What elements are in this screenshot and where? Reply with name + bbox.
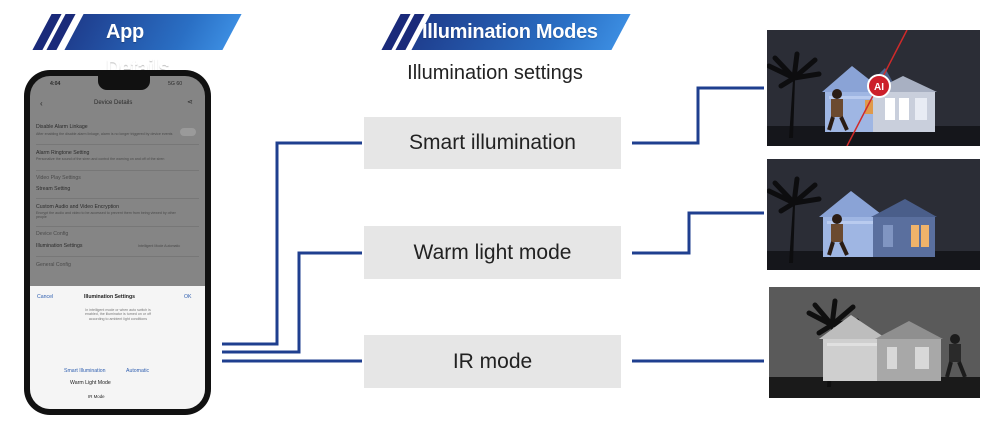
connector-smart-scene [632, 86, 764, 145]
sheet-title: Illumination Settings [84, 294, 136, 300]
row-title[interactable]: Illumination Settings [36, 243, 83, 249]
row-divider [36, 198, 199, 199]
row-divider [36, 144, 199, 145]
option-warm-light[interactable]: Warm Light Mode [70, 380, 111, 386]
disable-alarm-toggle[interactable] [180, 128, 196, 136]
svg-text:AI: AI [874, 82, 884, 93]
option-ir-mode[interactable]: IR Mode [88, 394, 105, 399]
scene-smart-illustration: AI [767, 30, 980, 146]
connector-phone-warm [222, 251, 362, 354]
ai-badge-icon [867, 74, 891, 98]
section-header: Video Play Settings [36, 175, 81, 181]
mode-label: Warm light mode [413, 241, 572, 264]
nav-title: Device Details [94, 100, 133, 106]
row-desc: After enabling the disable alarm linkage… [36, 132, 173, 136]
option-smart-illumination[interactable]: Smart Illumination [64, 368, 106, 374]
illumination-modes-banner: Illumination Modes [381, 14, 631, 50]
option-selected-suffix: Automatic [126, 368, 150, 374]
sheet-description: In intelligent mode or when auto switch … [84, 308, 152, 321]
mode-label: Smart illumination [409, 131, 576, 154]
row-title: Disable Alarm Linkage [36, 124, 88, 130]
mode-box-warm-light: Warm light mode [364, 226, 621, 279]
back-icon[interactable]: ‹ [40, 99, 43, 108]
scene-ir-mode [769, 287, 980, 398]
status-indicators: 5G 60 [168, 81, 183, 87]
illumination-settings-sheet: Cancel Illumination Settings OK In intel… [30, 286, 205, 409]
connector-warm-scene [632, 211, 764, 255]
scene-ir-illustration [769, 287, 980, 398]
row-title[interactable]: Stream Setting [36, 186, 71, 192]
phone-screen: 4:04 5G 60 ‹ Device Details ⋖ Disable Al… [30, 76, 205, 409]
phone-mockup: 4:04 5G 60 ‹ Device Details ⋖ Disable Al… [24, 70, 211, 415]
sheet-cancel-button[interactable]: Cancel [37, 294, 54, 300]
connector-phone-smart [222, 141, 362, 346]
scene-smart-illumination: AI [767, 30, 980, 146]
row-divider [36, 170, 199, 171]
row-title[interactable]: Alarm Ringtone Setting [36, 150, 90, 156]
row-desc: Encrypt the audio and video to be access… [36, 211, 176, 220]
section-header: General Config [36, 262, 71, 268]
phone-notch [98, 76, 150, 90]
row-desc: Personalize the sound of the siren and c… [36, 157, 165, 161]
mode-box-ir: IR mode [364, 335, 621, 388]
section-header: Device Config [36, 231, 69, 237]
mode-label: IR mode [452, 350, 533, 373]
mode-box-smart-illumination: Smart illumination [364, 117, 621, 169]
row-divider [36, 256, 199, 257]
palm-tree [789, 80, 795, 138]
illumination-modes-title: Illumination Modes [422, 21, 598, 43]
illumination-settings-subtitle: Illumination settings [407, 62, 583, 84]
row-title[interactable]: Custom Audio and Video Encryption [36, 204, 119, 210]
sheet-ok-button[interactable]: OK [184, 294, 192, 300]
scene-warm-illustration [767, 159, 980, 270]
illumination-value: Intelligent Mode Automatic [138, 244, 181, 248]
row-divider [36, 226, 199, 227]
status-time: 4:04 [50, 81, 61, 87]
share-icon[interactable]: ⋖ [187, 99, 193, 106]
scene-warm-light [767, 159, 980, 270]
